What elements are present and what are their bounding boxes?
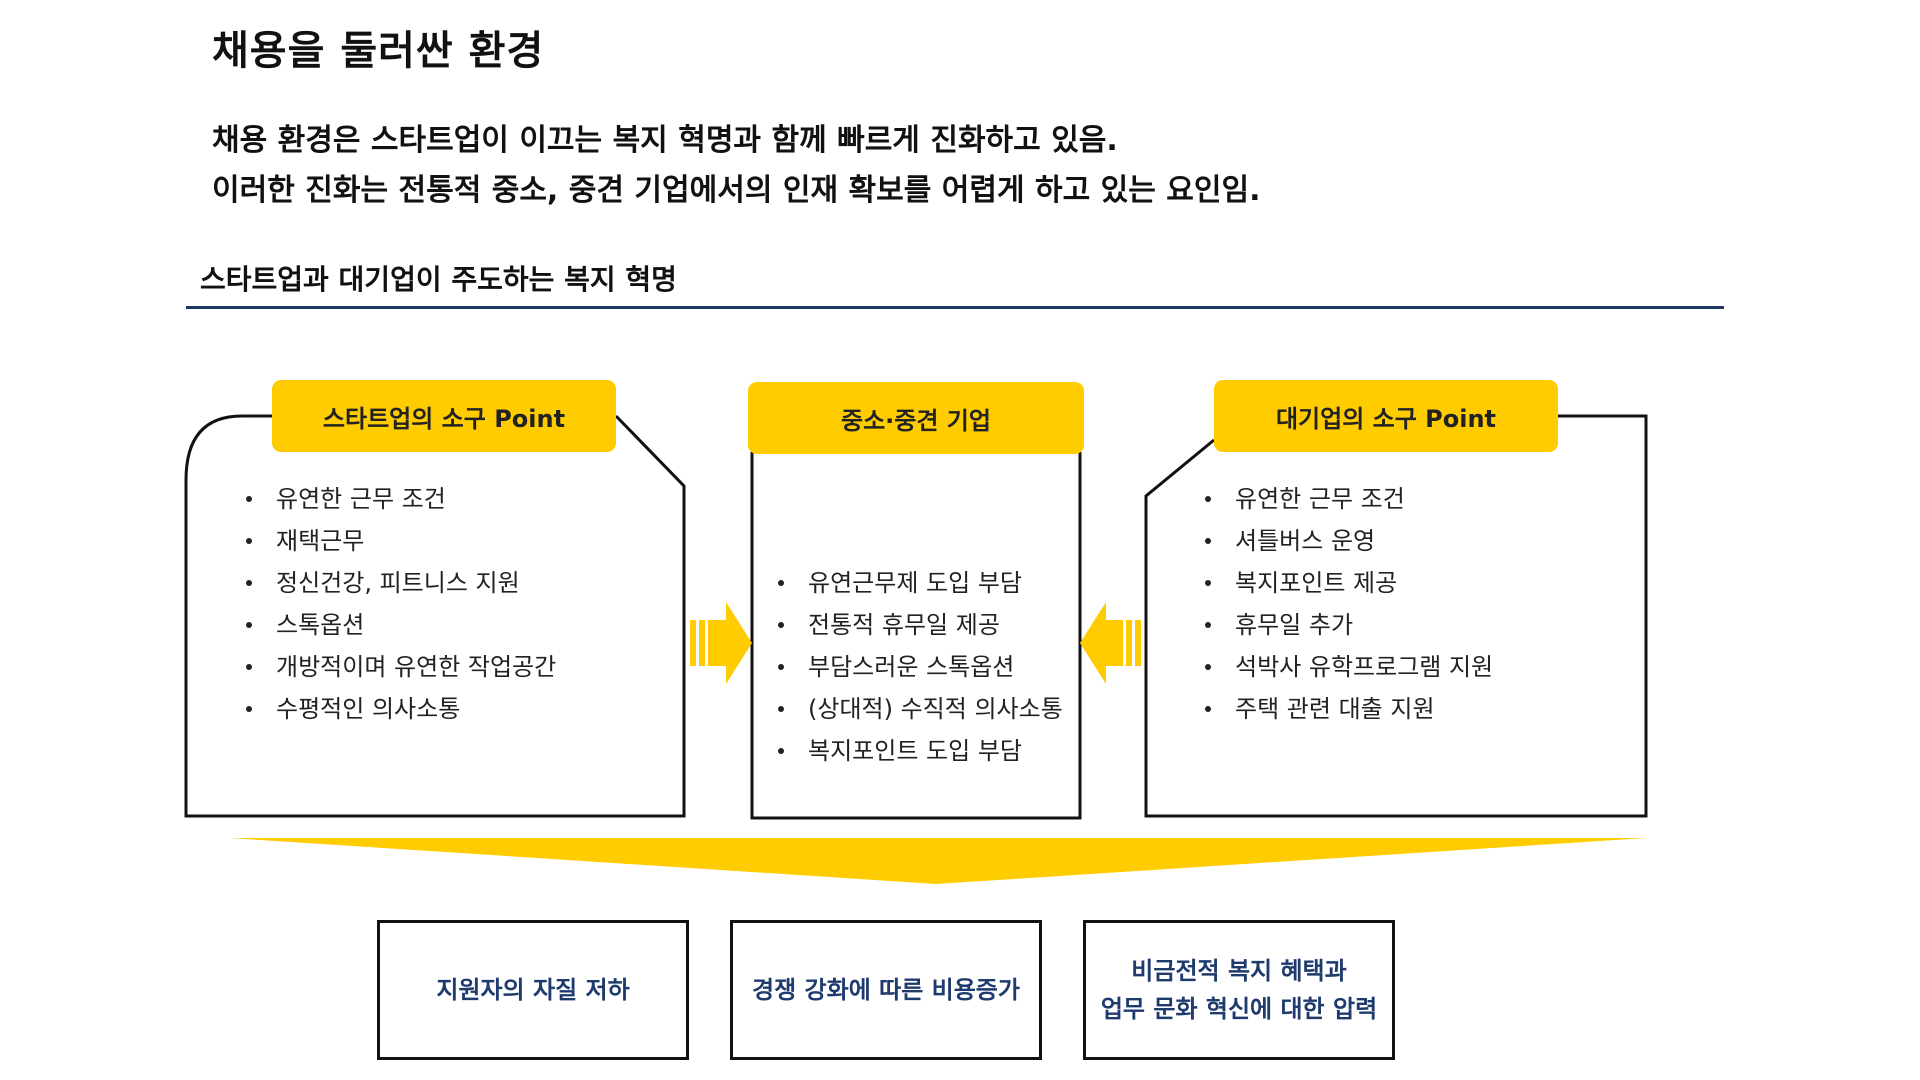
sme-panel-tab: 중소·중견 기업: [748, 382, 1084, 454]
summary-line-2: 이러한 진화는 전통적 중소, 중견 기업에서의 인재 확보를 어렵게 하고 있…: [212, 173, 1261, 208]
list-item: 정신건강, 피트니스 지원: [246, 562, 556, 604]
funnel-down-icon: [230, 838, 1646, 884]
result-box-pressure: 비금전적 복지 혜택과 업무 문화 혁신에 대한 압력: [1083, 920, 1395, 1060]
list-item: 유연한 근무 조건: [246, 478, 556, 520]
sme-point-list: 유연근무제 도입 부담 전통적 휴무일 제공 부담스러운 스톡옵션 (상대적) …: [778, 562, 1063, 772]
result-box-cost: 경쟁 강화에 따른 비용증가: [730, 920, 1042, 1060]
result-label-line-1: 비금전적 복지 혜택과: [1131, 957, 1347, 985]
list-item: 휴무일 추가: [1205, 604, 1493, 646]
startup-panel-tab: 스타트업의 소구 Point: [272, 380, 616, 452]
startup-point-list: 유연한 근무 조건 재택근무 정신건강, 피트니스 지원 스톡옵션 개방적이며 …: [246, 478, 556, 730]
arrow-left-icon: [1080, 602, 1141, 684]
list-item: 유연한 근무 조건: [1205, 478, 1493, 520]
page-title: 채용을 둘러싼 환경: [212, 28, 545, 74]
arrow-right-icon: [690, 602, 752, 684]
list-item: 전통적 휴무일 제공: [778, 604, 1063, 646]
section-divider: [186, 306, 1724, 309]
list-item: 복지포인트 제공: [1205, 562, 1493, 604]
list-item: 석박사 유학프로그램 지원: [1205, 646, 1493, 688]
list-item: 셔틀버스 운영: [1205, 520, 1493, 562]
summary-line-1: 채용 환경은 스타트업이 이끄는 복지 혁명과 함께 빠르게 진화하고 있음.: [212, 123, 1118, 158]
sme-panel-frame: [750, 452, 1082, 820]
result-label: 경쟁 강화에 따른 비용증가: [752, 976, 1020, 1004]
list-item: 주택 관련 대출 지원: [1205, 688, 1493, 730]
list-item: 재택근무: [246, 520, 556, 562]
list-item: 수평적인 의사소통: [246, 688, 556, 730]
summary: 채용 환경은 스타트업이 이끄는 복지 혁명과 함께 빠르게 진화하고 있음. …: [212, 116, 1260, 216]
list-item: (상대적) 수직적 의사소통: [778, 688, 1063, 730]
enterprise-panel-frame: [1144, 414, 1648, 818]
enterprise-panel-tab: 대기업의 소구 Point: [1214, 380, 1558, 452]
result-box-quality: 지원자의 자질 저하: [377, 920, 689, 1060]
list-item: 스톡옵션: [246, 604, 556, 646]
enterprise-point-list: 유연한 근무 조건 셔틀버스 운영 복지포인트 제공 휴무일 추가 석박사 유학…: [1205, 478, 1493, 730]
list-item: 유연근무제 도입 부담: [778, 562, 1063, 604]
startup-panel-frame: [184, 414, 686, 818]
result-label-line-2: 업무 문화 혁신에 대한 압력: [1100, 995, 1378, 1023]
list-item: 부담스러운 스톡옵션: [778, 646, 1063, 688]
list-item: 개방적이며 유연한 작업공간: [246, 646, 556, 688]
list-item: 복지포인트 도입 부담: [778, 730, 1063, 772]
result-label: 지원자의 자질 저하: [436, 976, 630, 1004]
section-heading: 스타트업과 대기업이 주도하는 복지 혁명: [200, 263, 677, 296]
